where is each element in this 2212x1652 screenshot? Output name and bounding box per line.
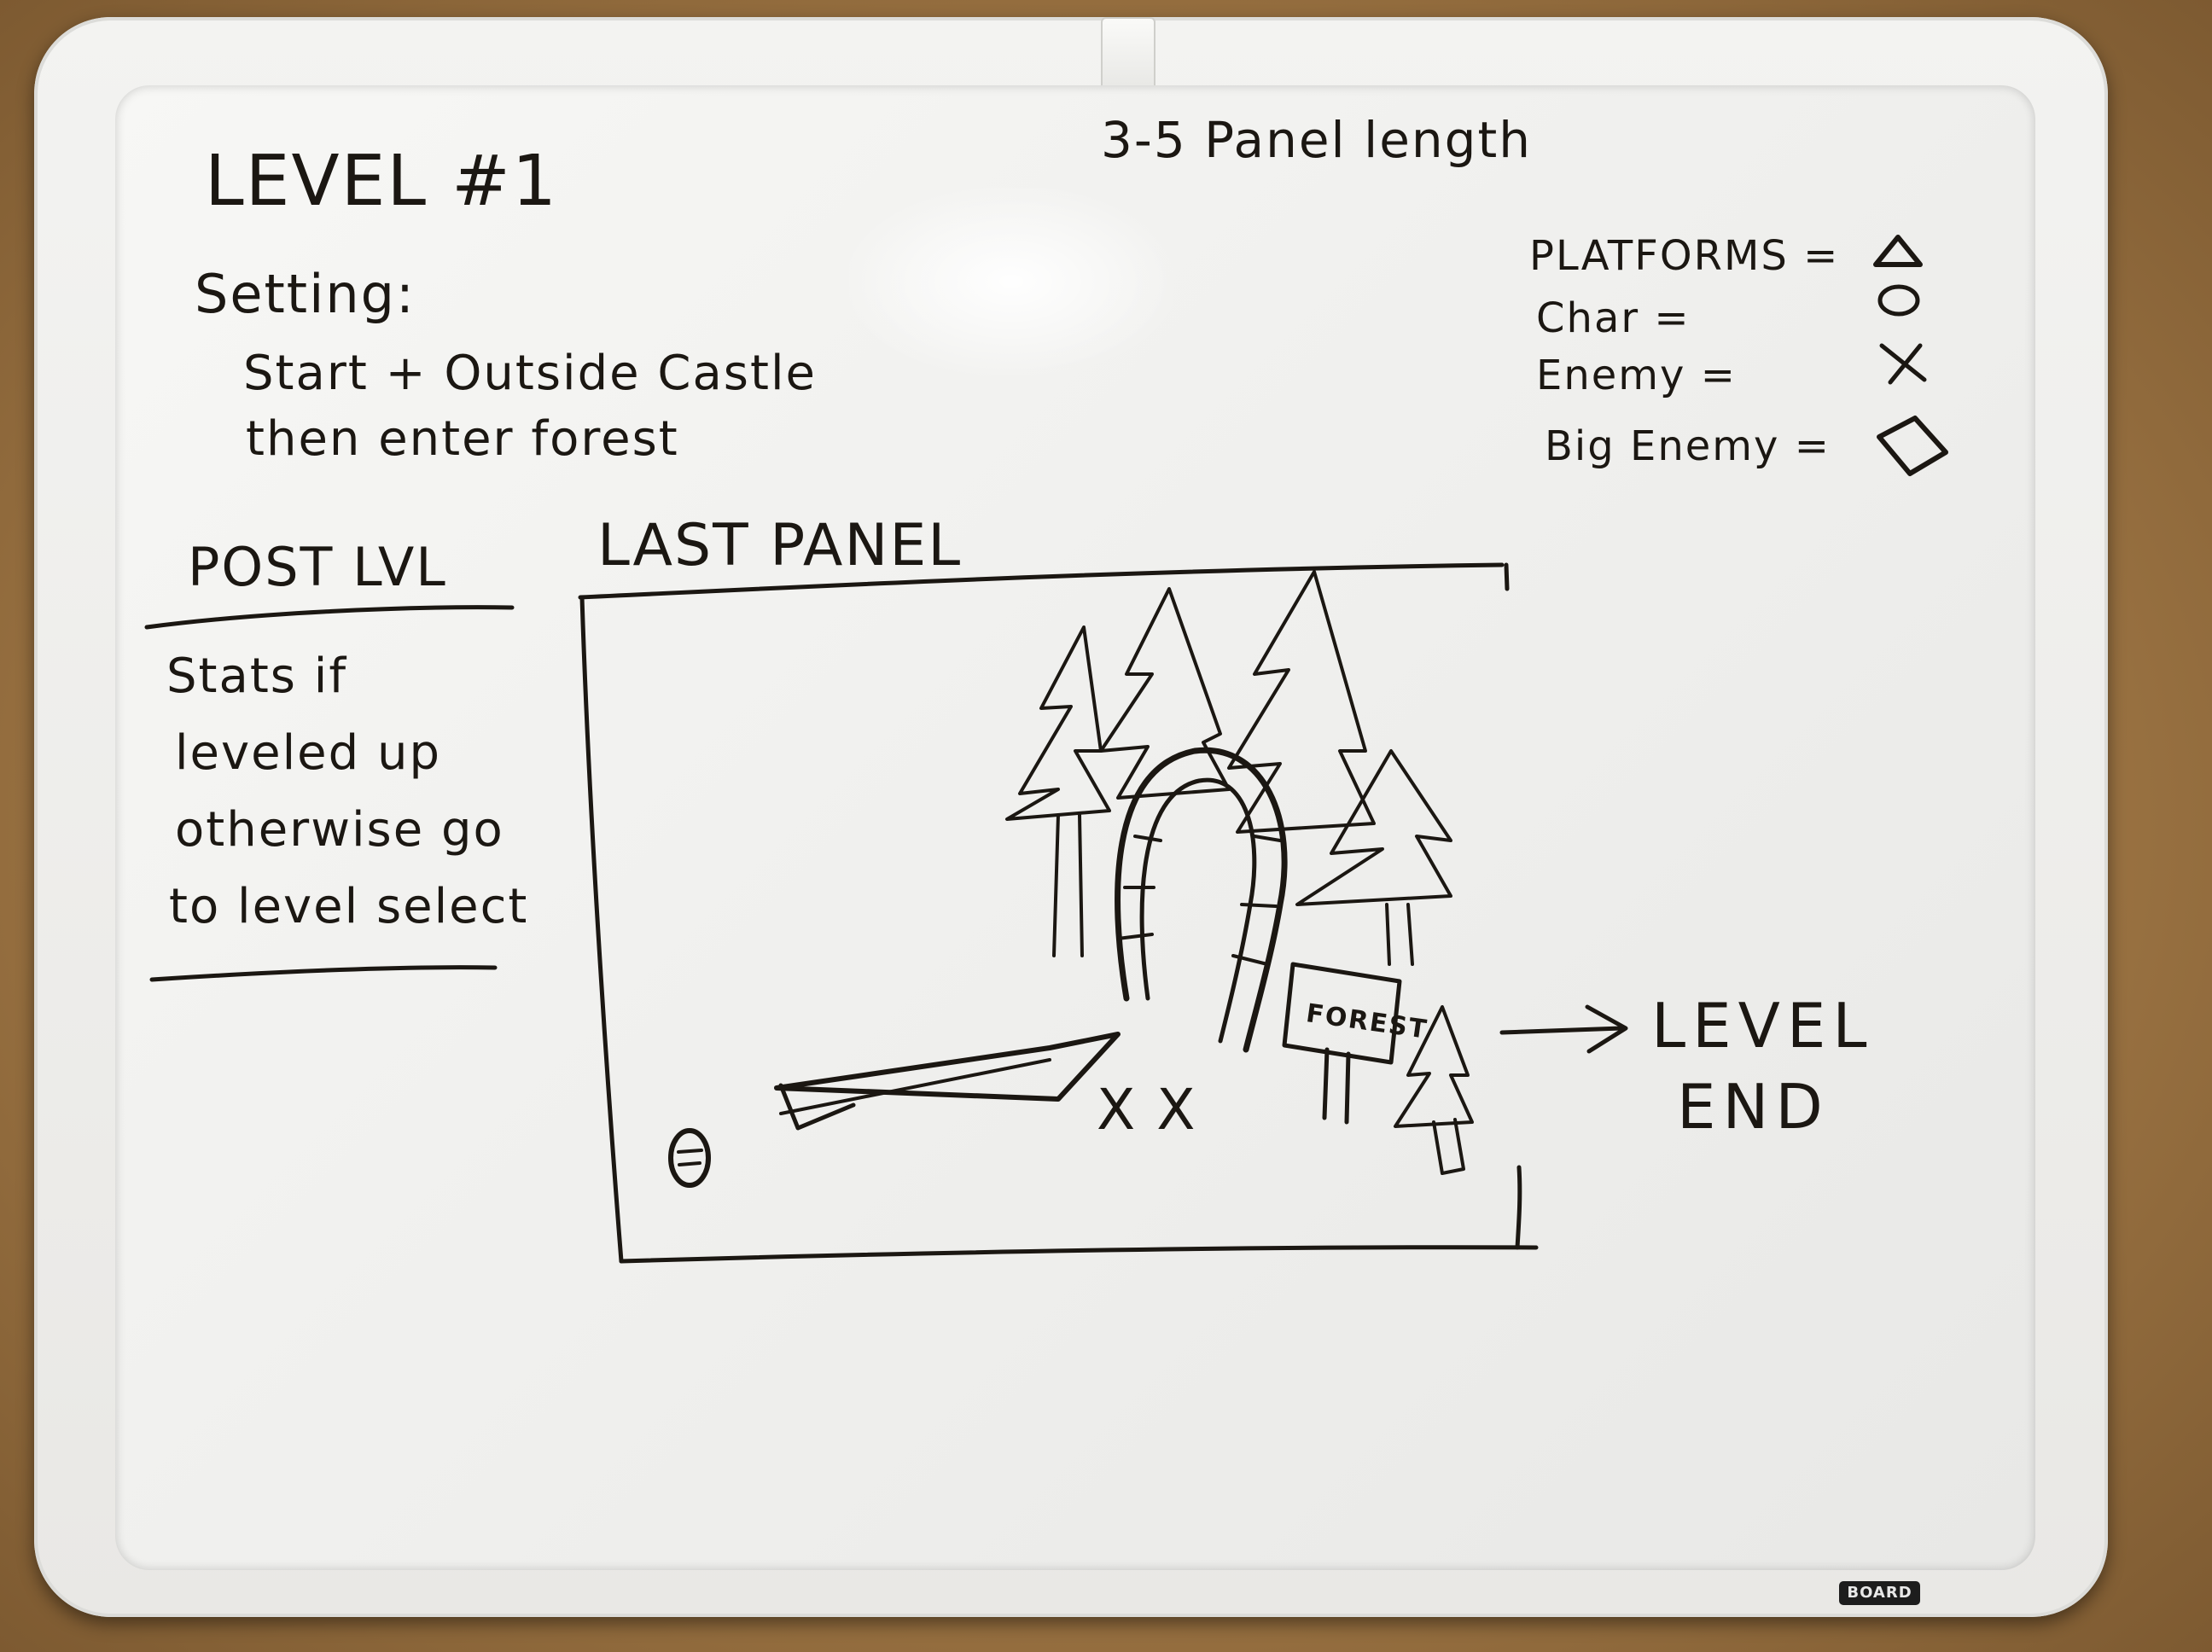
- panel-length-note: 3-5 Panel length: [1101, 111, 1532, 169]
- panel-right-edge: [1517, 1167, 1520, 1248]
- post-lvl-divider: [147, 608, 512, 627]
- setting-label: Setting:: [195, 263, 416, 325]
- square-icon: [1879, 418, 1946, 474]
- platform-ramp: [777, 1034, 1118, 1099]
- legend-platforms: PLATFORMS =: [1529, 232, 1839, 280]
- level-end-arrow: [1502, 1028, 1621, 1032]
- brand-logo: BOARD: [1839, 1581, 1920, 1605]
- legend-char: Char =: [1536, 294, 1691, 342]
- setting-line-1: Start + Outside Castle: [243, 346, 817, 401]
- tree-left: [1007, 627, 1109, 819]
- level-title: LEVEL #1: [205, 141, 558, 222]
- triangle-icon: [1876, 237, 1920, 265]
- panel-left-edge: [582, 597, 621, 1261]
- post-level-line: leveled up: [175, 725, 441, 781]
- legend-enemy: Enemy =: [1536, 352, 1737, 399]
- player-character: [671, 1131, 708, 1185]
- post-lvl-bottom-line: [152, 968, 495, 980]
- post-level-heading: POST LVL: [188, 536, 447, 598]
- castle-arch-inner: [1142, 780, 1254, 1041]
- tree-right: [1229, 572, 1374, 832]
- legend-big-enemy: Big Enemy =: [1545, 422, 1831, 470]
- enemy-marks: X X: [1097, 1077, 1196, 1143]
- setting-line-2: then enter forest: [246, 411, 679, 467]
- last-panel-heading: LAST PANEL: [597, 512, 962, 579]
- level-end-line-2: END: [1677, 1071, 1830, 1143]
- post-level-line: Stats if: [166, 649, 347, 704]
- circle-icon: [1880, 287, 1918, 314]
- post-level-line: otherwise go: [175, 802, 504, 858]
- panel-bottom-edge: [621, 1248, 1536, 1261]
- level-end-line-1: LEVEL: [1651, 990, 1873, 1062]
- post-level-line: to level select: [169, 879, 528, 934]
- x-icon: [1882, 346, 1924, 382]
